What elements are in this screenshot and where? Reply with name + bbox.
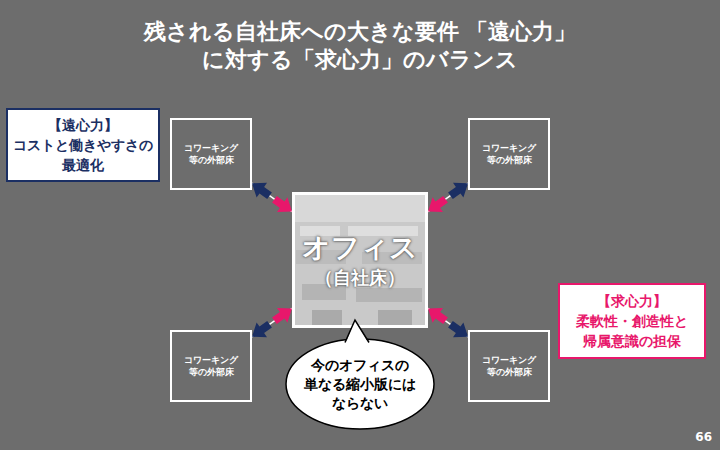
double-arrow [252,183,292,212]
box-text: コワーキング 等の外部床 [184,142,238,166]
arrow-head [448,321,468,337]
double-arrow [252,308,292,337]
box-heading: 【求心力】 [597,291,667,311]
connector-line [252,183,292,211]
force-box: 【遠心力】コストと働きやすさの 最適化 [6,108,160,182]
box-body: コストと働きやすさの 最適化 [13,135,153,175]
box-text: コワーキング 等の外部床 [482,354,536,378]
box-body: 柔軟性・創造性と 帰属意識の担保 [568,311,696,351]
box-heading: 【遠心力】 [48,115,118,135]
connector-line [252,308,292,336]
arrow-head [252,183,272,199]
office-box: オフィス（自社床） [292,192,428,328]
coworking-box: コワーキング 等の外部床 [170,330,252,402]
coworking-box: コワーキング 等の外部床 [468,330,550,402]
connector-line [428,183,468,211]
double-arrow [428,183,468,212]
box-heading: オフィス [302,230,418,266]
box-text: コワーキング 等の外部床 [184,354,238,378]
arrow-head [272,196,292,212]
arrow-head [428,196,448,212]
coworking-box: コワーキング 等の外部床 [170,118,252,190]
double-arrow [428,308,468,337]
speech-bubble: 今のオフィスの 単なる縮小版には ならない [285,338,435,430]
connector-line [428,308,468,336]
bubble-tail [344,320,371,347]
box-subtext: （自社床） [315,266,405,290]
force-box: 【求心力】柔軟性・創造性と 帰属意識の担保 [558,283,706,359]
slide-title: 残される自社床への大きな要件 「遠心力」に対する「求心力」のバランス [125,18,595,74]
arrow-head [428,308,448,324]
box-text: コワーキング 等の外部床 [482,142,536,166]
arrow-head [272,308,292,324]
bubble-text: 今のオフィスの 単なる縮小版には ならない [304,356,416,413]
page-number: 66 [695,430,712,444]
bubble-tail-outline [345,320,369,343]
arrow-head [252,321,272,337]
coworking-box: コワーキング 等の外部床 [468,118,550,190]
arrow-head [448,183,468,199]
bubble-body [286,339,434,429]
